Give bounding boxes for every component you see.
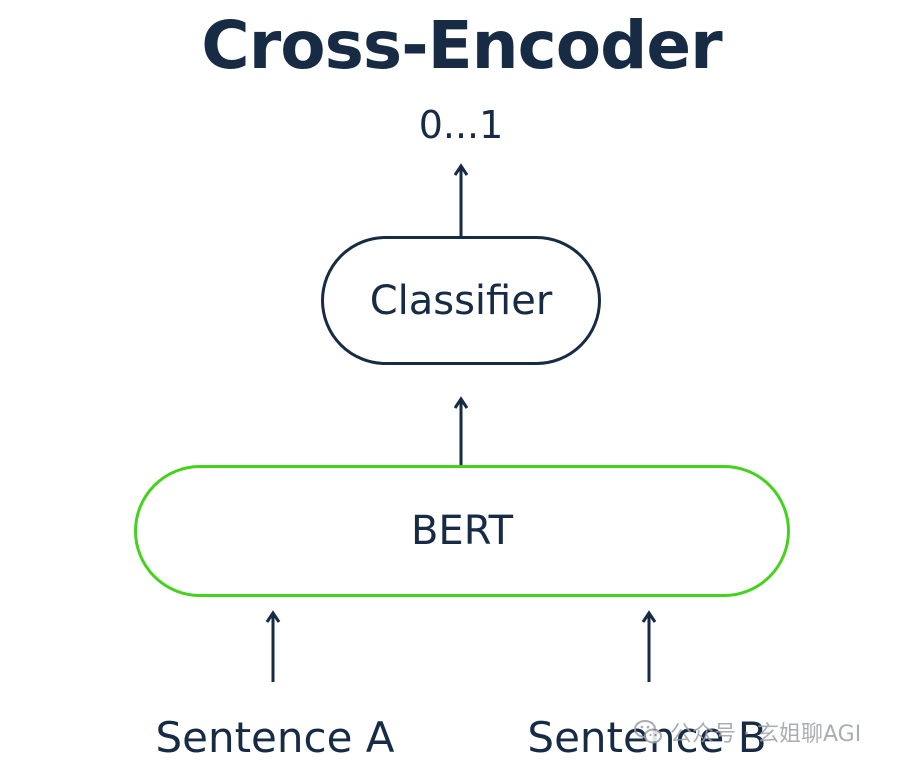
classifier-label: Classifier — [369, 277, 553, 324]
arrow-up-icon — [639, 610, 659, 682]
diagram-title: Cross-Encoder — [201, 7, 722, 84]
sentence-a-label: Sentence A — [155, 713, 395, 762]
bert-encoder-node: BERT — [134, 465, 790, 597]
arrow-up-icon — [451, 163, 471, 237]
watermark: 公众号 · 玄姐聊AGI — [632, 716, 861, 748]
wechat-icon — [632, 716, 664, 748]
bert-label: BERT — [410, 508, 514, 554]
classifier-node: Classifier — [321, 236, 601, 365]
arrow-up-icon — [451, 396, 471, 467]
output-range-label: 0...1 — [418, 103, 504, 147]
arrow-up-icon — [263, 610, 283, 682]
watermark-text: 公众号 · 玄姐聊AGI — [670, 722, 862, 747]
